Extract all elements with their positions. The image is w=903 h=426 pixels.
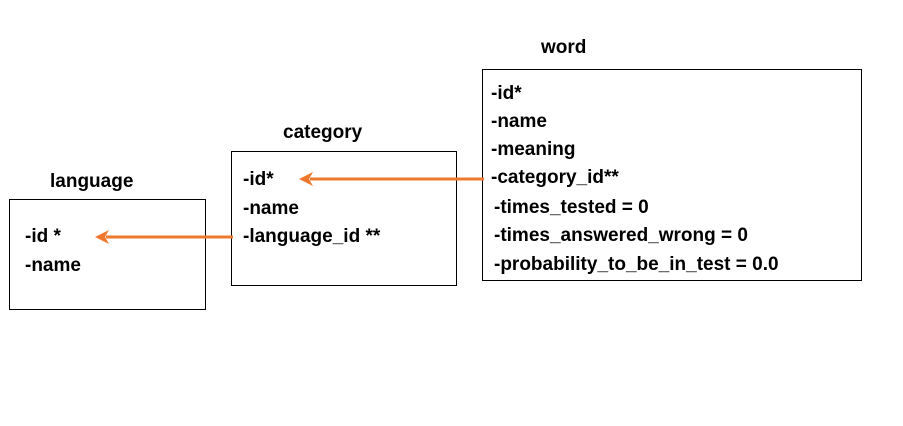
- word-field-id: -id*: [491, 83, 522, 104]
- language-field-name: -name: [25, 255, 81, 276]
- word-field-probability: -probability_to_be_in_test = 0.0: [494, 254, 779, 275]
- category-field-name: -name: [243, 198, 299, 219]
- category-field-language-id: -language_id **: [243, 226, 381, 247]
- language-field-id: -id *: [25, 226, 61, 247]
- language-table: [9, 199, 206, 310]
- word-field-name: -name: [491, 111, 547, 132]
- word-field-times-tested: -times_tested = 0: [494, 197, 649, 218]
- language-table-title: language: [50, 171, 134, 192]
- word-field-meaning: -meaning: [491, 139, 576, 160]
- category-field-id: -id*: [243, 169, 274, 190]
- word-field-times-answered-wrong: -times_answered_wrong = 0: [494, 225, 748, 246]
- word-field-category-id: -category_id**: [491, 167, 619, 188]
- category-table-title: category: [283, 122, 363, 143]
- word-table: [482, 69, 862, 281]
- category-table: [231, 151, 457, 286]
- word-table-title: word: [541, 37, 587, 58]
